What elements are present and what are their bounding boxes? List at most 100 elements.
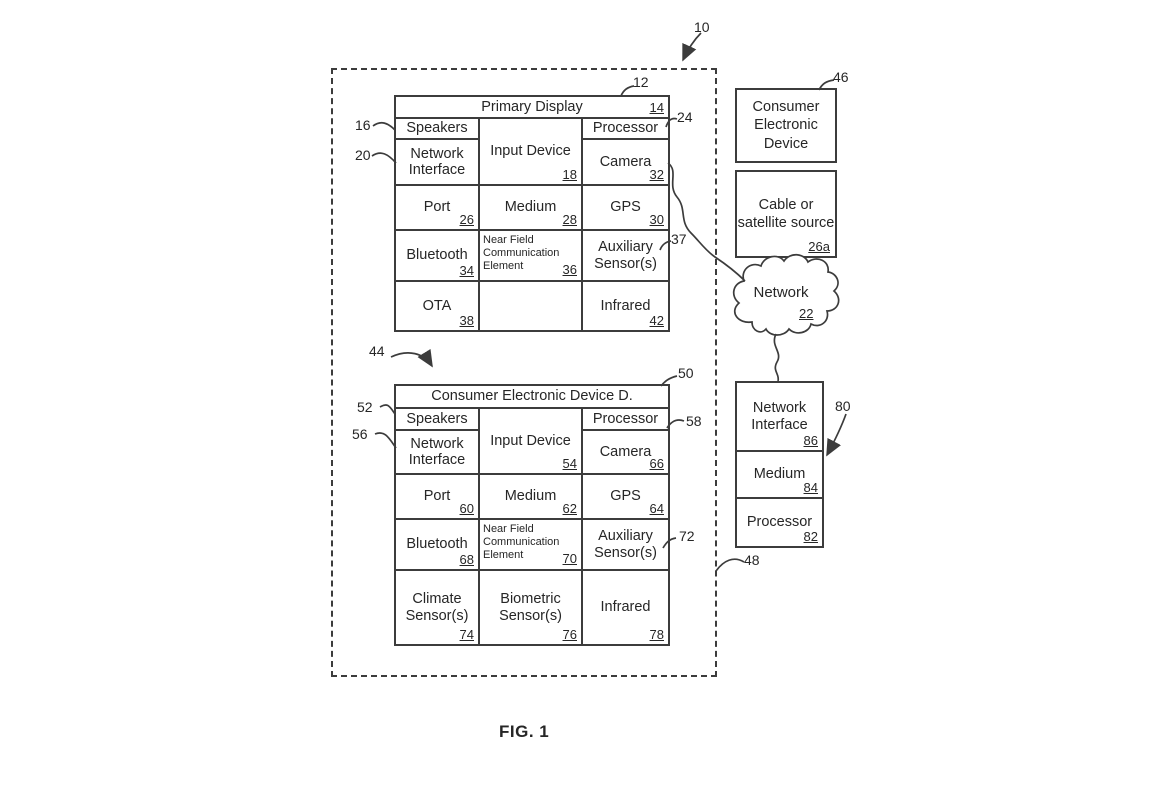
cell-gps: GPS 30 — [583, 186, 668, 231]
ref-86: 86 — [803, 433, 818, 449]
cell-climate-sensors: Climate Sensor(s) 74 — [396, 571, 480, 644]
network-interface-label: Network Interface — [408, 145, 466, 178]
auxiliary-sensors-label: Auxiliary Sensor(s) — [594, 528, 657, 561]
ref-16: 16 — [355, 117, 371, 133]
ced-box-label: Consumer Electronic Device — [752, 99, 820, 152]
camera-label: Camera — [599, 443, 652, 460]
cell-camera: Camera 32 — [583, 140, 668, 186]
system-boundary-dashed-box — [331, 68, 717, 677]
nfc-label: Near Field Communication Element — [483, 234, 560, 273]
ref-42: 42 — [649, 313, 664, 329]
camera-label: Camera — [599, 153, 652, 170]
ota-label: OTA — [422, 297, 452, 314]
ced-title: Consumer Electronic Device D. — [431, 388, 633, 405]
ref-60: 60 — [459, 501, 474, 517]
stack-network-interface: Network Interface 86 — [737, 383, 822, 452]
gps-label: GPS — [610, 199, 641, 216]
ref-22: 22 — [799, 306, 814, 321]
ref-62: 62 — [562, 501, 577, 517]
cable-satellite-source-box: Cable or satellite source 26a — [735, 170, 837, 258]
cell-nfc-2: Near Field Communication Element 70 — [480, 520, 583, 571]
bluetooth-label: Bluetooth — [406, 536, 468, 553]
speakers-label: Speakers — [406, 410, 468, 427]
ref-72: 72 — [679, 528, 695, 544]
stack-medium: Medium 84 — [737, 452, 822, 499]
processor-label: Processor — [592, 410, 659, 427]
ced-header: Consumer Electronic Device D. — [396, 386, 668, 409]
ref-80: 80 — [835, 398, 851, 414]
leader-48 — [715, 558, 745, 572]
medium-label: Medium — [753, 466, 806, 483]
consumer-electronic-device-block: Consumer Electronic Device D. Speakers I… — [394, 384, 670, 646]
cell-port: Port 26 — [396, 186, 480, 231]
ref-64: 64 — [649, 501, 664, 517]
ref-48: 48 — [744, 552, 760, 568]
ref-26: 26 — [459, 212, 474, 228]
network-interface-label: Network Interface — [408, 435, 466, 468]
ref-56: 56 — [352, 426, 368, 442]
cell-medium-2: Medium 62 — [480, 475, 583, 520]
network-interface-label: Network Interface — [751, 399, 808, 433]
ref-66: 66 — [649, 456, 664, 472]
ref-28: 28 — [562, 212, 577, 228]
ref-46: 46 — [833, 69, 849, 85]
cell-camera-2: Camera 66 — [583, 431, 668, 475]
port-label: Port — [423, 199, 451, 216]
ref-30: 30 — [649, 212, 664, 228]
ref-76: 76 — [562, 627, 577, 643]
infrared-label: Infrared — [600, 297, 651, 314]
cell-network-interface-2: Network Interface — [396, 431, 480, 475]
bluetooth-label: Bluetooth — [406, 247, 468, 264]
cell-auxiliary-sensors: Auxiliary Sensor(s) — [583, 231, 668, 282]
cell-empty — [480, 282, 583, 330]
medium-label: Medium — [504, 488, 557, 505]
ref-50: 50 — [678, 365, 694, 381]
cell-ota: OTA 38 — [396, 282, 480, 330]
stack-processor: Processor 82 — [737, 499, 822, 546]
cell-speakers-2: Speakers — [396, 409, 480, 431]
processor-label: Processor — [592, 120, 659, 137]
network-cloud-label: Network — [753, 284, 809, 301]
ref-14: 14 — [649, 100, 664, 116]
cell-infrared: Infrared 42 — [583, 282, 668, 330]
cell-port-2: Port 60 — [396, 475, 480, 520]
primary-display-title: Primary Display — [481, 98, 583, 115]
processor-label: Processor — [746, 514, 813, 531]
auxiliary-sensors-label: Auxiliary Sensor(s) — [594, 239, 657, 272]
ref-52: 52 — [357, 399, 373, 415]
cable-box-label: Cable or satellite source — [737, 196, 835, 231]
arrow-10 — [682, 32, 702, 62]
cell-network-interface: Network Interface — [396, 140, 480, 186]
ref-32: 32 — [649, 167, 664, 183]
ref-36: 36 — [562, 262, 577, 278]
cell-input-device-2: Input Device 54 — [480, 409, 583, 475]
ref-10: 10 — [694, 19, 710, 35]
cell-bluetooth: Bluetooth 34 — [396, 231, 480, 282]
nfc-label: Near Field Communication Element — [483, 523, 560, 562]
network-to-stack-link — [773, 333, 780, 382]
cell-auxiliary-sensors-2: Auxiliary Sensor(s) — [583, 520, 668, 571]
primary-display-block: Primary Display 14 Speakers Input Device… — [394, 95, 670, 332]
network-stack-box: Network Interface 86 Medium 84 Processor… — [735, 381, 824, 548]
port-label: Port — [423, 488, 451, 505]
ref-54: 54 — [562, 456, 577, 472]
ref-68: 68 — [459, 552, 474, 568]
input-device-label: Input Device — [490, 143, 571, 160]
ref-37: 37 — [671, 231, 687, 247]
cell-infrared-2: Infrared 78 — [583, 571, 668, 644]
climate-sensors-label: Climate Sensor(s) — [405, 591, 469, 624]
ref-78: 78 — [649, 627, 664, 643]
ref-44: 44 — [369, 343, 385, 359]
ref-70: 70 — [562, 551, 577, 567]
gps-label: GPS — [610, 488, 641, 505]
arrow-80 — [826, 413, 847, 457]
ref-74: 74 — [459, 627, 474, 643]
medium-label: Medium — [504, 199, 557, 216]
ref-84: 84 — [803, 480, 818, 496]
ref-58: 58 — [686, 413, 702, 429]
ref-18: 18 — [562, 167, 577, 183]
cell-processor: Processor — [583, 119, 668, 140]
cell-nfc: Near Field Communication Element 36 — [480, 231, 583, 282]
ref-34: 34 — [459, 263, 474, 279]
